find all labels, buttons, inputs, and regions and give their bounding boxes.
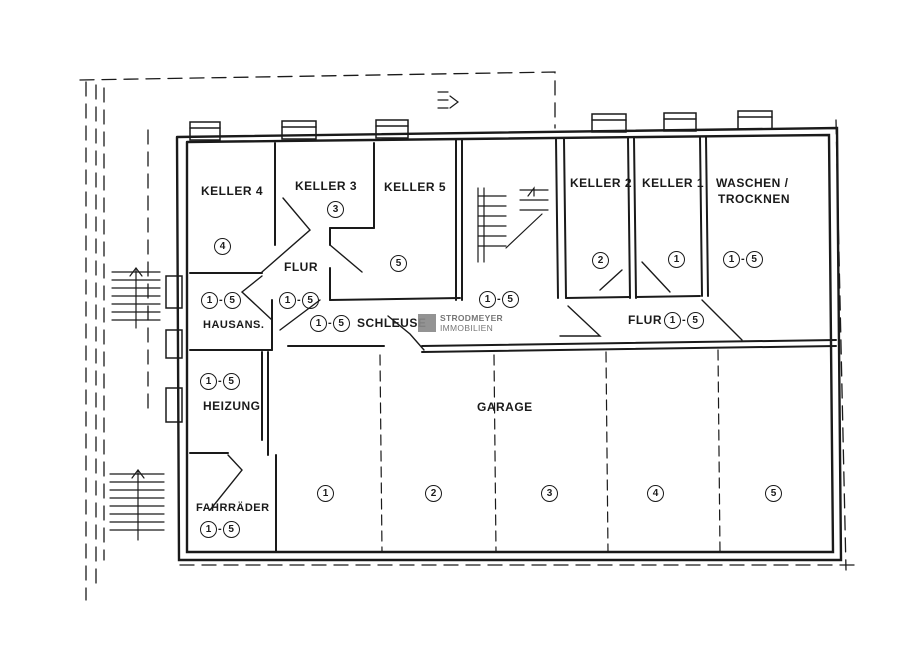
room-label-keller-3: KELLER 3 — [295, 179, 358, 193]
room-label-keller-1: KELLER 1 — [642, 176, 705, 190]
logo-mark-icon — [418, 314, 436, 332]
shared-marker-flur: 1-5 — [279, 292, 319, 309]
door-swings — [209, 197, 743, 511]
room-label-waschen: WASCHEN / — [716, 176, 789, 190]
garage-marker-4: 4 — [647, 485, 664, 502]
garage-marker-2: 2 — [425, 485, 442, 502]
room-label-fahrraeder: FAHRRÄDER — [196, 502, 270, 514]
staircase — [477, 186, 549, 263]
room-label-hausans: HAUSANS. — [203, 319, 265, 331]
unit-marker-1: 1 — [668, 251, 685, 268]
room-label-garage: GARAGE — [477, 400, 533, 414]
shared-marker-hausans: 1-5 — [201, 292, 241, 309]
interior-walls — [189, 136, 837, 553]
shared-marker-stairwell: 1-5 — [479, 291, 519, 308]
unit-marker-2: 2 — [592, 252, 609, 269]
shared-marker-heizung: 1-5 — [200, 373, 240, 390]
room-label-schleuse: SCHLEUSE — [357, 316, 427, 330]
room-label-trocknen: TROCKNEN — [718, 192, 790, 206]
room-label-heizung: HEIZUNG — [203, 399, 261, 413]
logo-line-2: IMMOBILIEN — [440, 323, 494, 333]
garage-marker-1: 1 — [317, 485, 334, 502]
garage-marker-3: 3 — [541, 485, 558, 502]
unit-marker-5: 5 — [390, 255, 407, 272]
room-label-flur-left: FLUR — [284, 260, 318, 274]
watermark-logo: STRODMEYER IMMOBILIEN — [418, 311, 508, 335]
unit-marker-4: 4 — [214, 238, 231, 255]
shared-marker-flur-right: 1-5 — [664, 312, 704, 329]
room-label-keller-4: KELLER 4 — [201, 184, 264, 198]
windows — [165, 110, 773, 423]
unit-marker-3: 3 — [327, 201, 344, 218]
room-label-flur-right: FLUR — [628, 313, 662, 327]
shared-marker-fahrraeder: 1-5 — [200, 521, 240, 538]
shared-marker-schleuse: 1-5 — [310, 315, 350, 332]
shared-marker-waschen: 1-5 — [723, 251, 763, 268]
room-label-keller-5: KELLER 5 — [384, 180, 447, 194]
room-label-keller-2: KELLER 2 — [570, 176, 633, 190]
outer-walls — [175, 126, 843, 562]
exterior-steps — [109, 91, 459, 541]
logo-line-1: STRODMEYER — [440, 313, 503, 323]
garage-marker-5: 5 — [765, 485, 782, 502]
garage-dividers — [379, 349, 721, 553]
dashed-outline — [79, 71, 857, 601]
